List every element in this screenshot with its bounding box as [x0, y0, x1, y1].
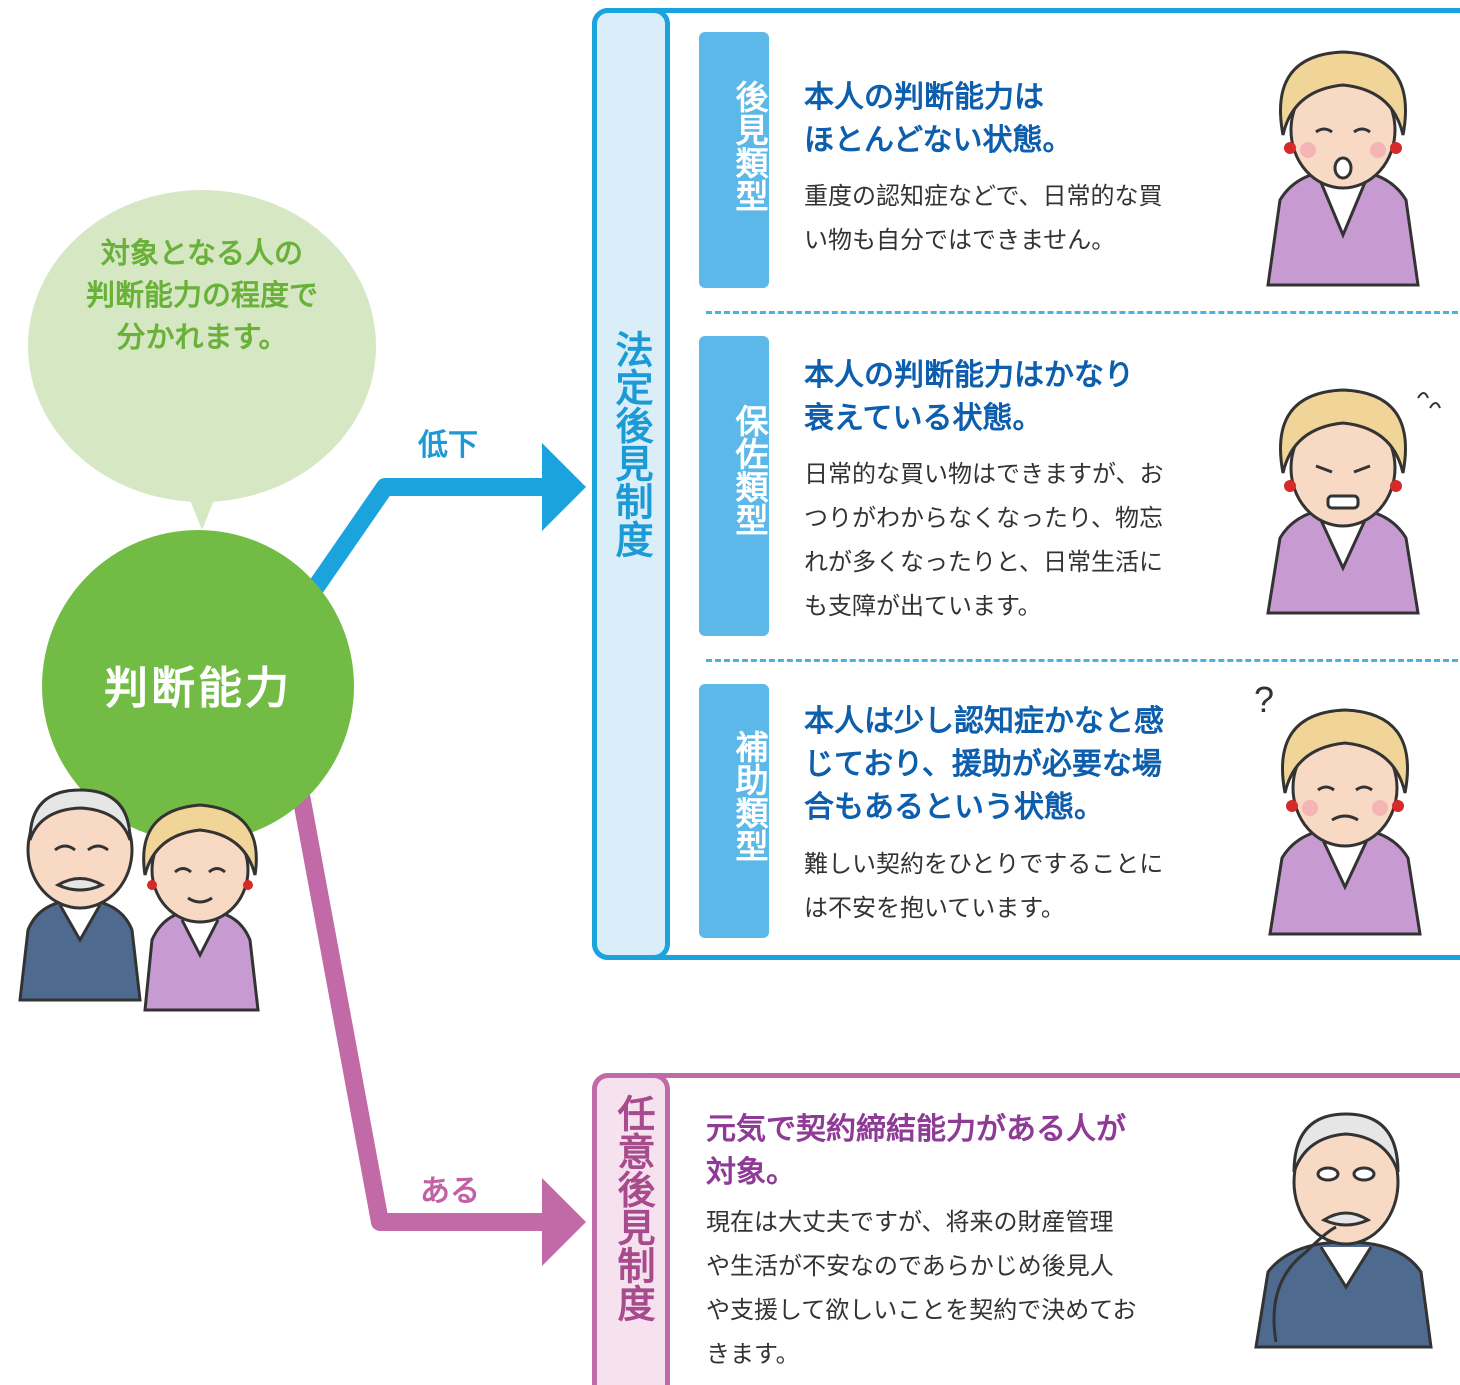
type-divider: [706, 659, 1458, 662]
elderly-woman-mild-illustration: ?: [1254, 679, 1422, 936]
bubble-text: 対象となる人の 判断能力の程度で 分かれます。: [85, 236, 318, 355]
decline-arrow-head: [542, 443, 586, 531]
svg-text:?: ?: [1254, 679, 1274, 720]
voluntary-guardianship-tab: [592, 1073, 670, 1385]
elderly-woman-severe-illustration: [1266, 50, 1420, 287]
type-tab-guardianship: [699, 32, 769, 288]
type-tab-label-assistance: 補助類型: [730, 730, 769, 862]
type-heading-curatorship: 本人の判断能力はかなり 衰えている状態。: [804, 358, 1134, 436]
voluntary-guardianship-title: 任意後見制度: [611, 1094, 655, 1322]
type-heading-guardianship: 本人の判断能力は ほとんどない状態。: [804, 80, 1073, 158]
statutory-guardianship-title: 法定後見制度: [609, 330, 653, 558]
statutory-guardianship-tab: [592, 8, 670, 960]
type-tab-label-guardianship: 後見類型: [730, 80, 769, 212]
present-label: ある: [420, 1174, 480, 1209]
elderly-woman-moderate-illustration: [1266, 388, 1441, 615]
type-tab-curatorship: [699, 336, 769, 636]
speech-bubble-tail: [178, 470, 226, 530]
type-tab-assistance: [699, 684, 769, 938]
decline-label: 低下: [418, 428, 478, 463]
type-tab-label-curatorship: 保佐類型: [730, 404, 769, 536]
type-divider: [706, 311, 1458, 314]
voluntary-body: 現在は大丈夫ですが、将来の財産管理 や生活が不安なのであらかじめ後見人 や支援し…: [706, 1208, 1137, 1368]
type-body-guardianship: 重度の認知症などで、日常的な買 い物も自分ではできません。: [804, 182, 1163, 254]
type-body-curatorship: 日常的な買い物はできますが、お つりがわからなくなったり、物忘 れが多くなったり…: [804, 460, 1164, 620]
elderly-couple-illustration: [18, 788, 260, 1012]
present-arrow-head: [542, 1178, 586, 1266]
elderly-man-illustration: [1254, 1112, 1433, 1349]
type-heading-assistance: 本人は少し認知症かなと感 じており、援助が必要な場 合もあるという状態。: [804, 704, 1164, 825]
judgment-label: 判断能力: [104, 663, 292, 714]
speech-bubble: [28, 190, 376, 502]
present-arrow-line: [291, 788, 545, 1231]
decline-arrow-line: [292, 478, 545, 616]
voluntary-heading: 元気で契約締結能力がある人が 対象。: [706, 1112, 1126, 1190]
type-body-assistance: 難しい契約をひとりですることに は不安を抱いています。: [804, 850, 1164, 922]
